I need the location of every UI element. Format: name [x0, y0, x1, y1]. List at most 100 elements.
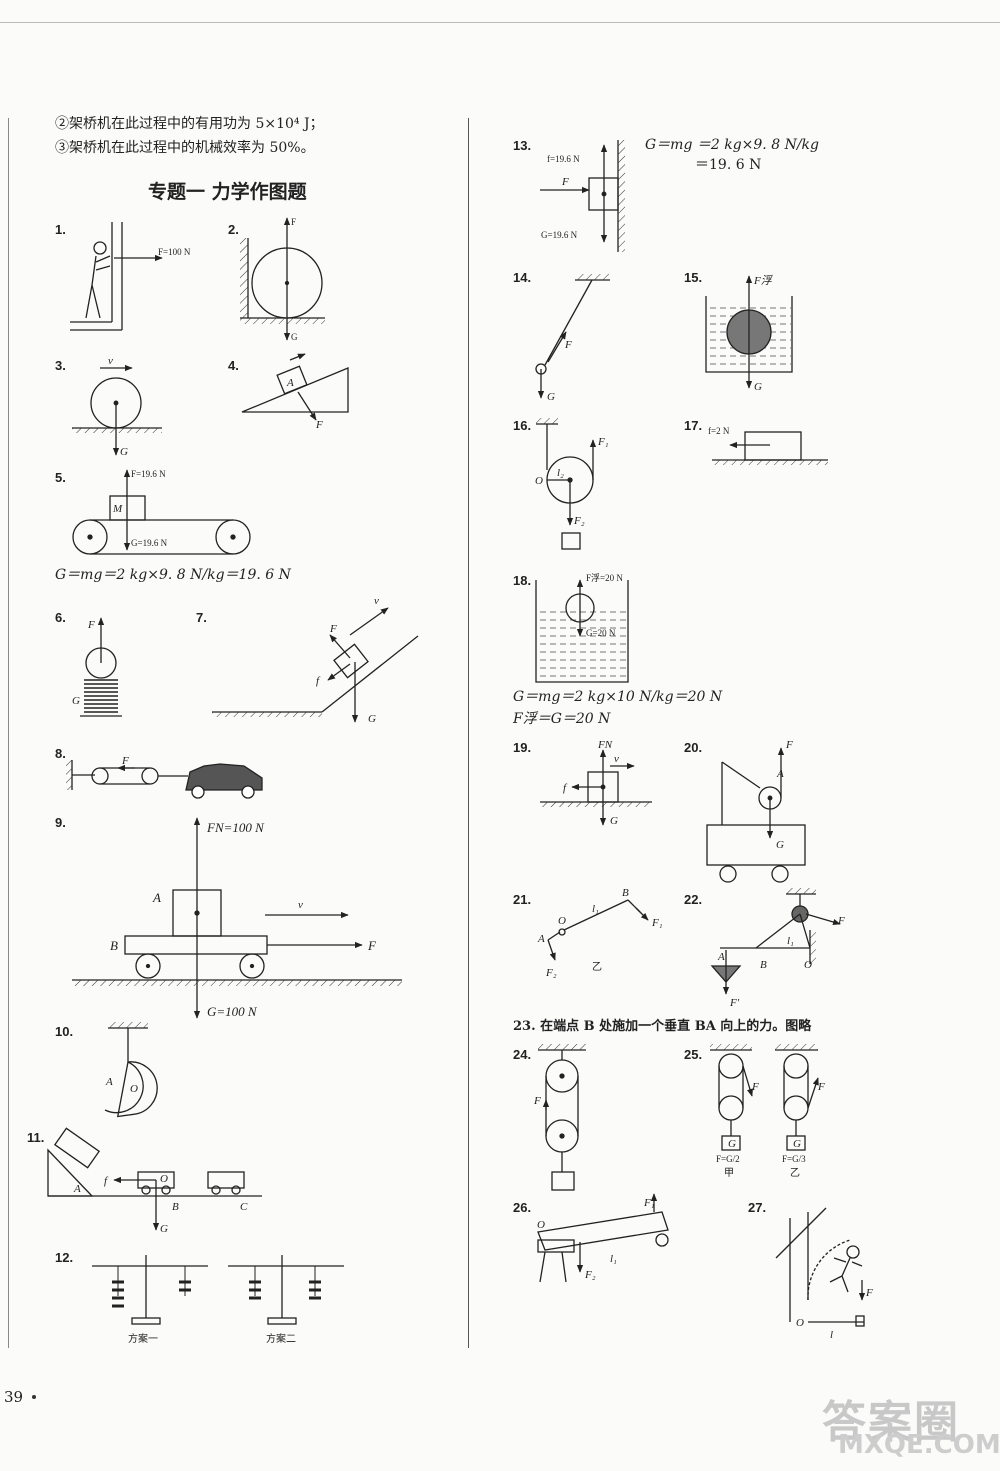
svg-text:f: f	[316, 675, 321, 687]
top-rule	[0, 22, 1000, 23]
q9-g-label: G=100 N	[207, 1004, 258, 1019]
svg-text:O: O	[160, 1173, 168, 1185]
svg-text:B: B	[622, 887, 629, 899]
q-number: 14.	[513, 270, 532, 285]
equation-q18-line2: F浮＝G＝20 N	[513, 711, 611, 727]
q25-label-a: F=G/2	[716, 1154, 740, 1164]
q-number: 3.	[55, 358, 66, 373]
svg-text:O: O	[558, 915, 566, 927]
svg-text:F: F	[785, 739, 793, 751]
svg-text:F: F	[87, 619, 95, 631]
q12-caption-1: 方案一	[128, 1332, 158, 1345]
svg-text:v: v	[374, 595, 379, 607]
svg-text:F: F	[817, 1081, 825, 1093]
q-number: 7.	[196, 610, 207, 625]
equation-q5: G＝mg＝2 kg×9. 8 N/kg＝19. 6 N	[55, 567, 291, 583]
svg-text:l: l	[830, 1329, 833, 1341]
svg-text:G: G	[368, 713, 376, 725]
equation-q13-line2: ＝19. 6 N	[695, 157, 762, 173]
svg-text:F: F	[533, 1095, 541, 1107]
svg-text:G: G	[291, 332, 298, 342]
svg-text:F: F	[751, 1081, 759, 1093]
q-number: 22.	[684, 892, 703, 907]
svg-text:G: G	[72, 695, 80, 707]
svg-text:O: O	[804, 959, 812, 971]
svg-text:F: F	[561, 176, 569, 188]
svg-text:G: G	[776, 839, 784, 851]
q-number: 2.	[228, 222, 239, 237]
svg-text:G: G	[547, 391, 555, 403]
q-number: 13.	[513, 138, 532, 153]
svg-text:F: F	[564, 339, 572, 351]
figure-q10: A O	[104, 1022, 158, 1118]
svg-text:l₂: l₂	[557, 467, 564, 479]
svg-text:F: F	[291, 217, 296, 227]
figure-q22: F A B O l₁ F'	[710, 888, 845, 1009]
figure-q1: F=100 N	[70, 222, 191, 331]
svg-text:O: O	[537, 1219, 545, 1231]
page-dot	[32, 1395, 36, 1399]
svg-text:M: M	[112, 503, 123, 515]
figure-q17: f=2 N	[708, 426, 828, 465]
svg-text:G: G	[160, 1223, 168, 1235]
q-number: 15.	[684, 270, 703, 285]
svg-text:B: B	[172, 1201, 179, 1213]
svg-text:l₁: l₁	[610, 1253, 617, 1265]
figure-q5: M F=19.6 N G=19.6 N	[72, 469, 251, 555]
svg-text:G: G	[120, 446, 128, 458]
q-number: 27.	[748, 1200, 767, 1215]
q-number: 9.	[55, 815, 66, 830]
figure-q26: F₂ F₁ O l₁	[537, 1193, 669, 1283]
q1-force-label: F=100 N	[158, 247, 191, 257]
svg-text:G: G	[728, 1138, 736, 1150]
section-title: 专题一 力学作图题	[148, 181, 307, 203]
svg-text:F₂: F₂	[584, 1269, 596, 1281]
svg-text:F: F	[329, 623, 337, 635]
figure-q21: O l₁ B A F₁ F₂ 乙	[537, 887, 663, 979]
svg-text:v: v	[298, 899, 303, 911]
svg-text:G: G	[754, 381, 762, 393]
q-number: 1.	[55, 222, 66, 237]
figure-q6: F G	[72, 617, 122, 717]
q9-fn-label: FN=100 N	[206, 820, 265, 835]
figure-q27: F O l	[775, 1207, 873, 1341]
q-number: 19.	[513, 740, 532, 755]
figure-q12: 方案一 方案二	[92, 1255, 344, 1345]
q-number: 25.	[684, 1047, 703, 1062]
q-number: 4.	[228, 358, 239, 373]
svg-text:G: G	[793, 1138, 801, 1150]
q-number: 12.	[55, 1250, 74, 1265]
svg-text:A: A	[717, 951, 725, 963]
header-line-2: ③架桥机在此过程中的机械效率为 50%。	[55, 140, 315, 156]
svg-text:A: A	[73, 1183, 81, 1195]
svg-text:A: A	[286, 377, 294, 389]
figure-q8: F	[66, 755, 263, 799]
q-number: 8.	[55, 746, 66, 761]
figure-q3: v G	[72, 355, 162, 458]
figure-q2: F G	[240, 217, 325, 342]
svg-text:C: C	[240, 1201, 248, 1213]
svg-text:F: F	[865, 1287, 873, 1299]
q5-g-label: G=19.6 N	[131, 538, 168, 548]
q21-caption: 乙	[592, 961, 602, 973]
q-number: 5.	[55, 470, 66, 485]
figure-q13: F f=19.6 N G=19.6 N	[540, 140, 625, 252]
svg-text:F₁: F₁	[597, 436, 609, 448]
left-margin-line	[8, 118, 9, 1348]
svg-text:F浮: F浮	[753, 274, 774, 287]
q25-label-b: F=G/3	[782, 1154, 806, 1164]
figure-q11: O f G A B C	[47, 1127, 262, 1235]
svg-text:l₁: l₁	[787, 935, 794, 947]
q12-caption-2: 方案二	[266, 1332, 296, 1345]
q-number: 17.	[684, 418, 703, 433]
svg-text:A: A	[537, 933, 545, 945]
figure-q25: F G F=G/2 甲 F G F=G/3 乙	[710, 1044, 825, 1179]
q-number: 16.	[513, 418, 532, 433]
figure-q4: A F	[241, 353, 349, 431]
header-line-1: ②架桥机在此过程中的有用功为 5×10⁴ J；	[55, 116, 324, 132]
svg-text:l₁: l₁	[592, 903, 599, 915]
svg-text:F: F	[367, 938, 377, 953]
watermark-site: MXQE.COM	[838, 1430, 1000, 1460]
svg-text:FN: FN	[597, 739, 613, 751]
